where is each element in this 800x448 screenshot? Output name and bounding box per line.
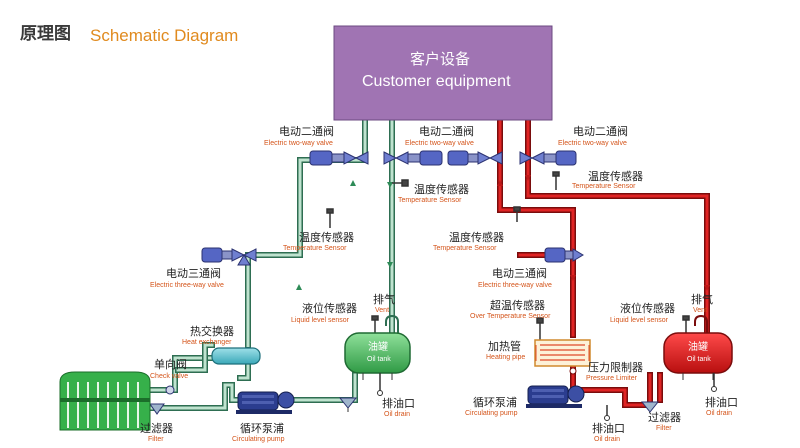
filter-left-shape xyxy=(149,403,165,415)
diagram-title-en: Schematic Diagram xyxy=(90,26,239,45)
two-way-valve-left-label: 电动二通阀 xyxy=(279,125,334,138)
heat-exchanger-shape xyxy=(211,347,261,365)
hot-loop-piping xyxy=(497,117,710,408)
oil-tank-right-shape xyxy=(663,332,733,392)
customer-equipment-box xyxy=(333,25,553,121)
vent-right-pipe xyxy=(694,314,708,333)
pressure-limiter-label-en: Pressure Limiter xyxy=(586,375,637,382)
temp-sensor-a-label: 温度传感器 xyxy=(299,231,354,244)
over-temp-sensor-label-en: Over Temperature Sensor xyxy=(470,313,551,320)
check-valve-shape xyxy=(165,385,175,395)
check-valve-label-en: Check valve xyxy=(150,373,189,380)
vent-right-label: 排气 xyxy=(691,293,713,306)
pump-right-label: 循环泵浦 xyxy=(473,396,517,409)
oil-tank-left-label-en: Oil tank xyxy=(367,356,391,363)
two-way-valves xyxy=(309,150,577,166)
oil-drain-mid-label: 排油口 xyxy=(592,422,625,435)
oil-tank-right-label-en: Oil tank xyxy=(687,356,711,363)
three-way-valve-right xyxy=(544,247,584,263)
filter-right-shape xyxy=(640,401,660,413)
pump-left-label-en: Circulating pump xyxy=(232,436,285,443)
filter-mid-shape xyxy=(338,397,358,412)
check-valve-label: 单向阀 xyxy=(154,358,187,371)
temp-sensor-c-label: 温度传感器 xyxy=(449,231,504,244)
level-sensor-right-label-en: Liquid level sensor xyxy=(610,317,668,324)
three-way-valve-left xyxy=(201,247,257,266)
diagram-title-cn: 原理图 xyxy=(20,24,71,44)
cooling-tower-shape xyxy=(59,371,151,431)
heater-label-en: Heating pipe xyxy=(486,354,526,361)
oil-drain-right-label: 排油口 xyxy=(705,396,738,409)
pump-right-shape xyxy=(526,385,610,421)
three-way-valve-left-label-en: Electric three-way valve xyxy=(150,282,224,289)
temp-sensor-b-label: 温度传感器 xyxy=(414,183,469,196)
pressure-limiter-shape xyxy=(569,367,577,375)
filter-left-label: 过滤器 xyxy=(140,422,173,435)
filter-left-label-en: Filter xyxy=(148,436,164,443)
customer-equipment-cn: 客户设备 xyxy=(410,50,471,68)
heat-exchanger-label: 热交换器 xyxy=(190,325,234,338)
cold-flow-arrows xyxy=(296,180,393,290)
pressure-limiter-label: 压力限制器 xyxy=(588,361,643,374)
two-way-valve-mid-label: 电动二通阀 xyxy=(419,125,474,138)
temp-sensor-d-label-en: Temperature Sensor xyxy=(572,183,636,190)
customer-equipment-en: Customer equipment xyxy=(362,73,511,90)
three-way-valve-right-label-en: Electric three-way valve xyxy=(478,282,552,289)
heater-label: 加热管 xyxy=(488,340,521,353)
temp-sensor-a-label-en: Temperature Sensor xyxy=(283,245,347,252)
level-sensor-left-label: 液位传感器 xyxy=(302,302,357,315)
level-sensor-right-label: 液位传感器 xyxy=(620,302,675,315)
oil-tank-right-label: 油罐 xyxy=(688,342,708,353)
two-way-valve-mid-label-en: Electric two-way valve xyxy=(405,140,474,147)
hot-flow-arrows xyxy=(497,175,710,291)
two-way-valve-left-label-en: Electric two-way valve xyxy=(264,140,333,147)
filter-right-label: 过滤器 xyxy=(648,411,681,424)
oil-drain-right-label-en: Oil drain xyxy=(706,410,733,417)
temp-sensor-b-label-en: Temperature Sensor xyxy=(398,197,462,204)
oil-drain-mid-label-en: Oil drain xyxy=(594,436,621,443)
vent-left-label-en: Vent xyxy=(375,307,390,314)
oil-tank-left-label: 油罐 xyxy=(368,342,388,353)
two-way-valve-right-label-en: Electric two-way valve xyxy=(558,140,627,147)
pump-left-shape xyxy=(236,391,295,414)
sensor-probes xyxy=(326,171,690,340)
temp-sensor-d-label: 温度传感器 xyxy=(588,170,643,183)
heat-exchanger-label-en: Heat exchanger xyxy=(182,339,232,346)
vent-left-label: 排气 xyxy=(373,293,395,306)
vent-left-pipe xyxy=(385,314,399,333)
three-way-valve-left-label: 电动三通阀 xyxy=(166,267,221,280)
three-way-valve-right-label: 电动三通阀 xyxy=(492,267,547,280)
oil-drain-left-label-en: Oil drain xyxy=(384,411,411,418)
over-temp-sensor-label: 超温传感器 xyxy=(490,299,545,312)
oil-drain-left-label: 排油口 xyxy=(382,397,415,410)
heater-shape xyxy=(534,339,591,367)
pump-left-label: 循环泵浦 xyxy=(240,422,284,435)
level-sensor-left-label-en: Liquid level sensor xyxy=(291,317,349,324)
pump-right-label-en: Circulating pump xyxy=(465,410,518,417)
oil-tank-left-shape xyxy=(344,332,411,396)
vent-right-label-en: Vent xyxy=(693,307,708,314)
two-way-valve-right-label: 电动二通阀 xyxy=(573,125,628,138)
filter-right-label-en: Filter xyxy=(656,425,672,432)
temp-sensor-c-label-en: Temperature Sensor xyxy=(433,245,497,252)
